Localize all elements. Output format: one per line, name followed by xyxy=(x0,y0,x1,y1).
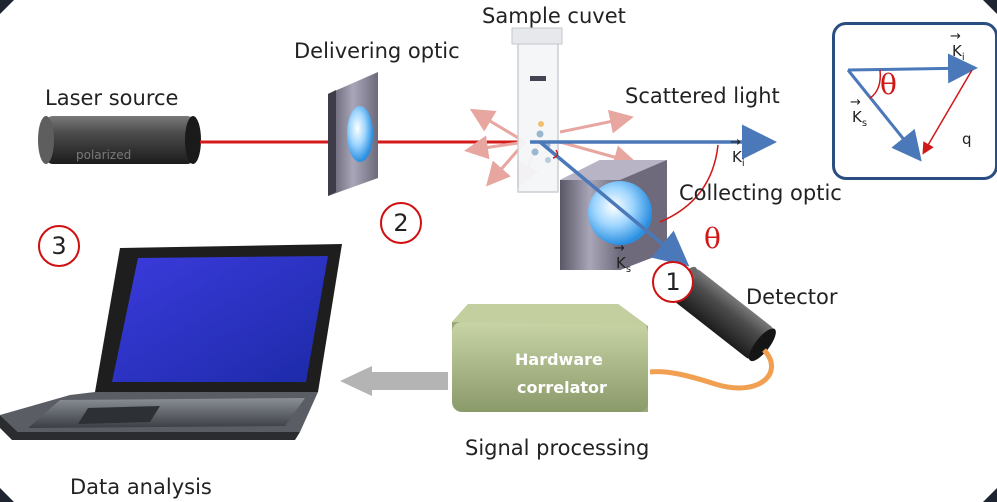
hardware-correlator-box xyxy=(452,304,648,412)
frame-corner-br xyxy=(983,488,997,502)
label-scattered-light: Scattered light xyxy=(625,84,780,108)
marker-2: 2 xyxy=(380,202,422,244)
label-delivering-optic: Delivering optic xyxy=(294,39,460,63)
delivering-optic-panel xyxy=(328,72,378,196)
marker-3: 3 xyxy=(38,225,80,267)
label-ki-main: →Ki xyxy=(730,135,745,169)
theta-arc-small xyxy=(552,149,559,159)
label-ki-inset: →Ki xyxy=(950,29,965,63)
label-laser-source: Laser source xyxy=(45,86,179,110)
laser-source-cylinder xyxy=(38,116,201,164)
theta-arc-main xyxy=(659,144,719,223)
label-sample-cuvet: Sample cuvet xyxy=(482,4,626,28)
label-correlator: correlator xyxy=(517,378,607,397)
marker-1: 1 xyxy=(652,261,694,303)
label-ks-main: →Ks xyxy=(614,241,632,275)
frame-corner-bl xyxy=(0,488,14,502)
label-detector: Detector xyxy=(746,285,838,309)
fiber-cable xyxy=(649,348,774,391)
label-collecting-optic: Collecting optic xyxy=(679,181,842,205)
theta-main: θ xyxy=(704,222,721,255)
label-ks-inset: →Ks xyxy=(850,95,868,129)
label-polarized: polarized xyxy=(76,148,132,162)
label-data-analysis: Data analysis xyxy=(70,475,212,499)
theta-inset: θ xyxy=(880,68,897,101)
collecting-optic-box xyxy=(560,160,667,270)
frame-corner-tl xyxy=(0,0,14,14)
label-q-inset: q xyxy=(962,130,972,148)
frame-corner-tr xyxy=(983,0,997,14)
laptop xyxy=(0,244,342,440)
label-signal-processing: Signal processing xyxy=(465,436,650,460)
label-hardware: Hardware xyxy=(515,350,603,369)
ks-beam xyxy=(538,140,690,267)
output-arrow xyxy=(340,366,448,396)
sample-cuvet xyxy=(511,27,563,193)
